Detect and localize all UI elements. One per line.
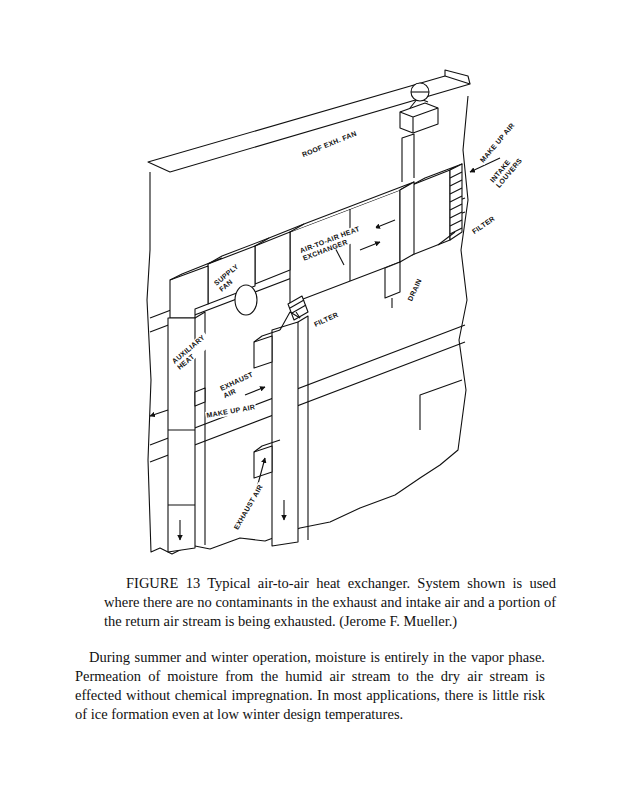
airflow-label: EXHAUST AIR <box>218 370 259 400</box>
filter-label: FILTER <box>312 310 340 329</box>
drain-label: DRAIN <box>406 277 424 304</box>
body-paragraph: During summer and winter operation, mois… <box>75 648 545 724</box>
figure-caption: FIGURE 13 Typical air-to-air heat exchan… <box>104 574 556 631</box>
airflow-label: MAKE UP AIR <box>205 403 257 419</box>
filter-label: FILTER <box>470 214 497 236</box>
fan-label: ROOF EXH. FAN <box>300 129 359 159</box>
louver-label: INTAKE LOUVERS <box>488 148 527 190</box>
airflow-label: EXHAUST AIR <box>232 483 265 532</box>
